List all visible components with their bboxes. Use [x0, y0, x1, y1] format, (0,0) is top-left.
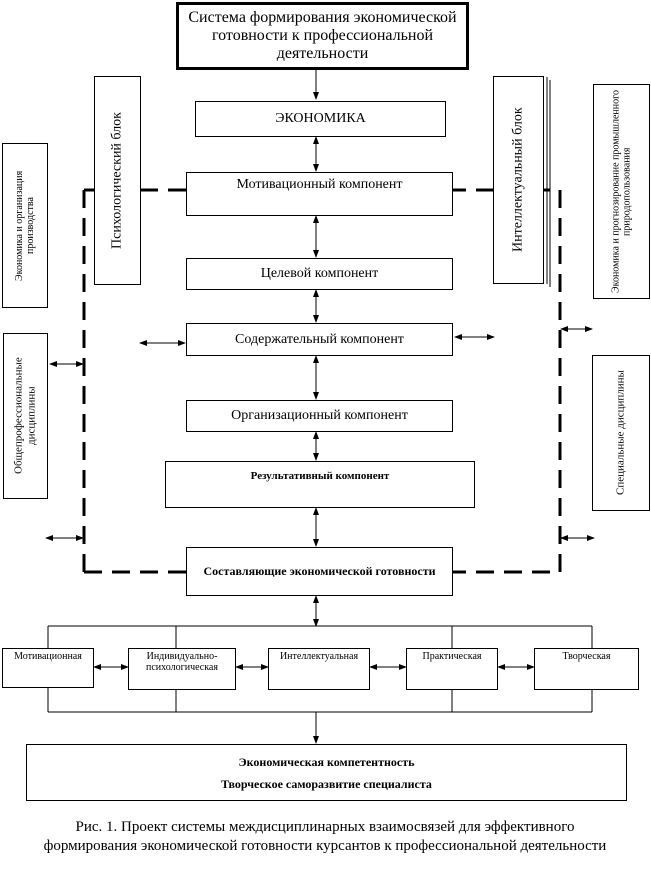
result-component: Результативный компонент: [165, 461, 475, 508]
readiness-intellectual: Интеллектуальная: [268, 648, 370, 690]
self-development-line: Творческое саморазвитие специалиста: [221, 776, 432, 791]
constituents-box: Составляющие экономической готовности: [186, 547, 453, 596]
motivational-component: Мотивационный компонент: [186, 172, 453, 216]
economics-box: ЭКОНОМИКА: [195, 101, 446, 137]
intellectual-block: Интеллектуальный блок: [493, 76, 544, 284]
dashed-frame: [82, 188, 562, 574]
side-box-right-top: Экономика и прогнозирование промышленног…: [593, 84, 650, 299]
readiness-individual-psychological: Индивидуально-психологическая: [128, 648, 236, 690]
target-component: Целевой компонент: [186, 258, 453, 290]
competence-line: Экономическая компетентность: [238, 754, 415, 769]
readiness-creative: Творческая: [534, 648, 639, 690]
side-box-left-bottom: Общепрофессиональные дисциплины: [3, 333, 48, 499]
readiness-motivational: Мотивационная: [2, 648, 94, 688]
psychological-block: Психологический блок: [94, 76, 141, 285]
system-title: Система формирования экономической готов…: [176, 2, 469, 70]
organizational-component: Организационный компонент: [186, 400, 453, 432]
content-component: Содержательный компонент: [186, 323, 453, 356]
competence-box: Экономическая компетентность Творческое …: [26, 744, 627, 801]
figure-caption: Рис. 1. Проект системы междисциплинарных…: [43, 819, 607, 854]
side-box-right-bottom: Специальные дисциплины: [592, 355, 650, 511]
readiness-practical: Практическая: [406, 648, 498, 690]
side-box-left-top: Экономика и организация производства: [2, 143, 48, 308]
